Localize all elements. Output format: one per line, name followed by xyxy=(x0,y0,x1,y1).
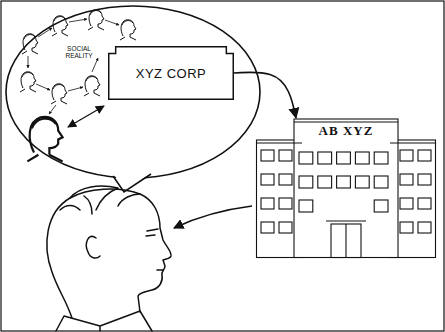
building: AB XYZ xyxy=(256,118,436,258)
relation-arrow xyxy=(68,106,104,127)
building-drawing xyxy=(256,118,436,258)
influence-arrow xyxy=(174,206,252,228)
building-sign: AB XYZ xyxy=(316,123,377,139)
person-figure xyxy=(27,117,62,161)
social-network xyxy=(28,19,119,114)
thought-bubble xyxy=(6,6,260,178)
box-label: XYZ CORP xyxy=(136,66,206,81)
company-box: XYZ CORP xyxy=(108,46,234,100)
man-head xyxy=(47,186,171,331)
network-label: SOCIAL REALITY xyxy=(62,45,96,59)
flow-arrow xyxy=(234,72,296,118)
